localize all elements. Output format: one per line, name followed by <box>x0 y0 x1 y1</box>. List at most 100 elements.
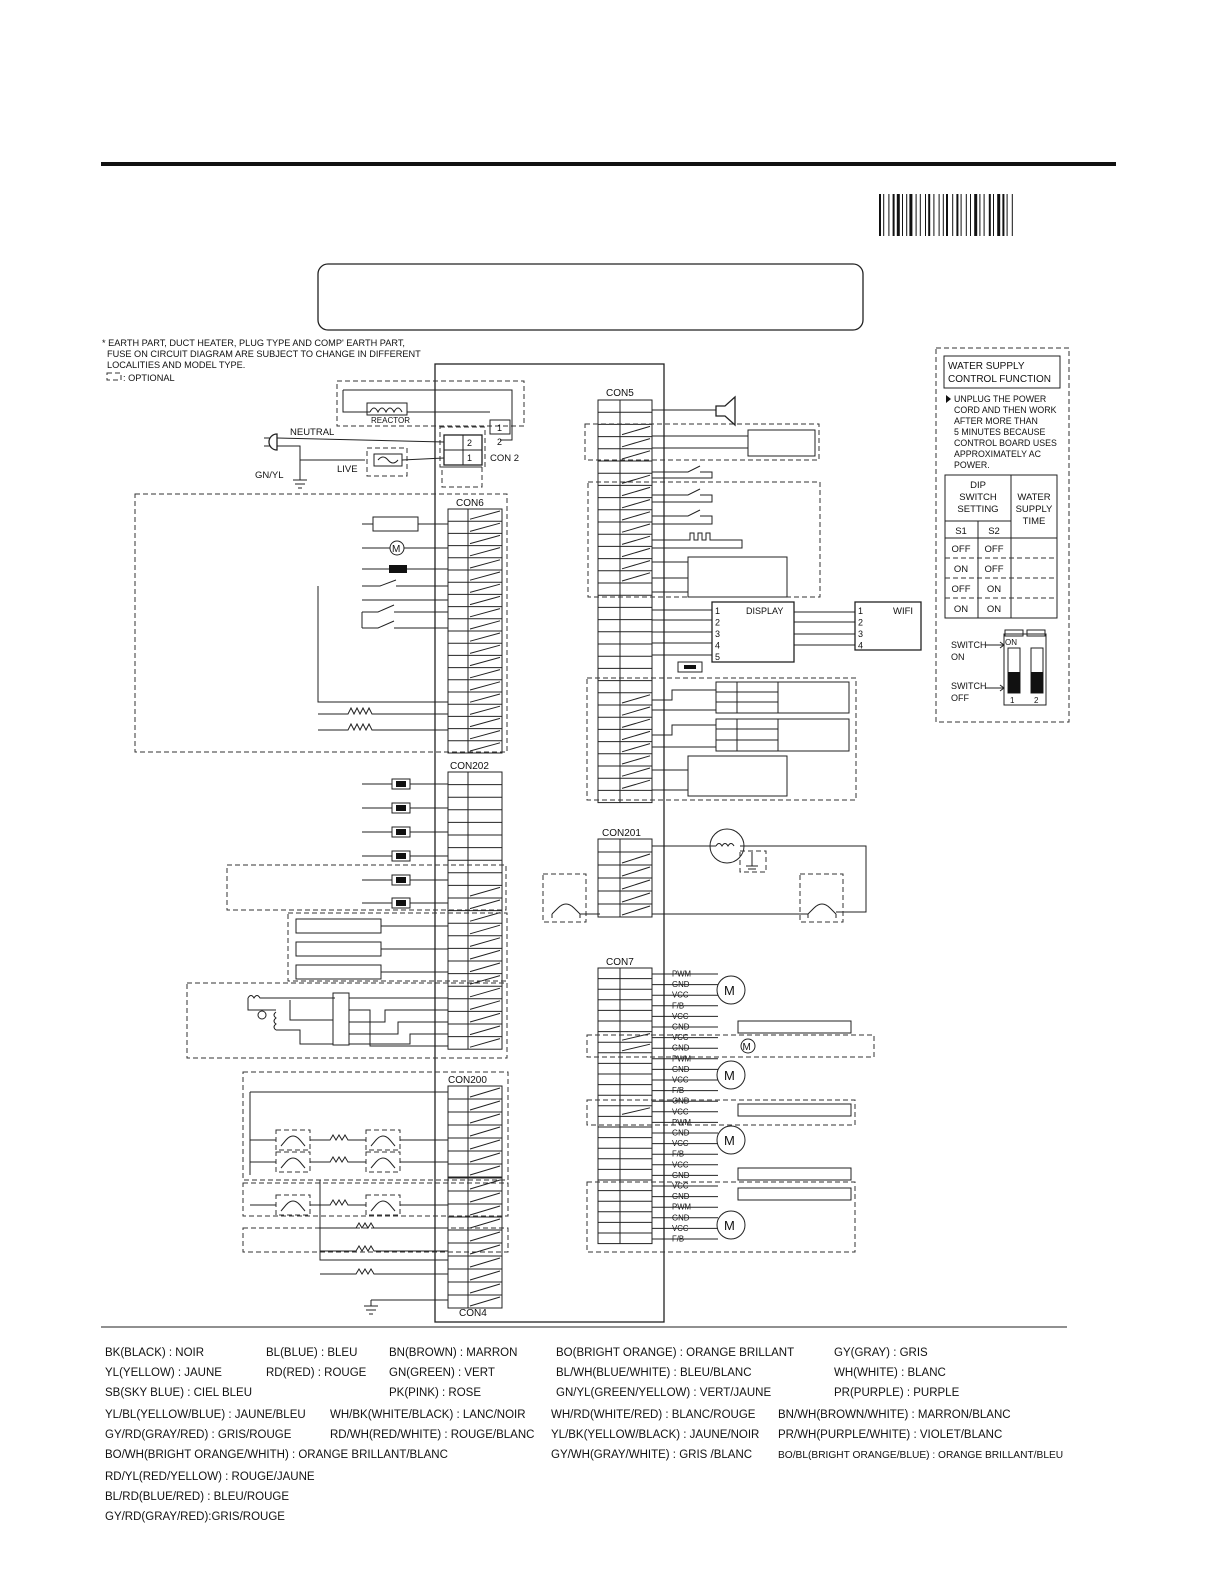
legend-row4-2: WH/BK(WHITE/BLACK) : LANC/NOIR <box>330 1409 526 1421</box>
note-arrow-icon <box>946 395 951 403</box>
reactor-body <box>366 402 408 416</box>
con6-motor-icon <box>389 540 405 556</box>
con201-label: CON201 <box>602 828 641 839</box>
reactor-pin-2: 2 <box>497 437 502 447</box>
legend-row2-2: RD(RED) : ROUGE <box>266 1367 367 1379</box>
gnyl-label: GN/YL <box>255 470 284 481</box>
display-pin-5: 5 <box>715 652 720 662</box>
display-board <box>711 601 795 663</box>
stepper-coil-icon <box>247 995 335 1031</box>
con201-thermostat-right <box>807 903 837 918</box>
main-pcb-outline <box>434 363 665 1323</box>
reactor-coil <box>369 407 403 414</box>
power-plug-icon <box>268 433 278 451</box>
dip-header-2: SWITCH <box>959 492 997 503</box>
con6-switch-icon-2 <box>362 604 448 613</box>
legend-row1-3: BN(BROWN) : MARRON <box>389 1347 517 1359</box>
legend-row1-4: BO(BRIGHT ORANGE) : ORANGE BRILLANT <box>556 1347 794 1359</box>
con200-thermostat-icons <box>250 1129 448 1216</box>
con4-upper-optional <box>242 1182 509 1217</box>
con5-relay-2 <box>715 718 850 752</box>
water-note-3: AFTER MORE THAN <box>954 416 1038 426</box>
switch-on-label-1: SWITCH <box>951 640 987 650</box>
con7-fan-motor-3-label: M <box>724 1133 735 1148</box>
con7-fan-motor-4-label: M <box>724 1218 735 1233</box>
dip-row-2-s2: OFF <box>985 564 1004 575</box>
legend-row6-1: BO/WH(BRIGHT ORANGE/WHITH) : ORANGE BRIL… <box>105 1449 448 1461</box>
legend-row4-1: YL/BL(YELLOW/BLUE) : JAUNE/BLEU <box>105 1409 306 1421</box>
water-title-2: CONTROL FUNCTION <box>948 374 1051 385</box>
con7-opt-3 <box>586 1181 856 1253</box>
switch-off-label-2: OFF <box>951 693 969 703</box>
legend-row5-4: PR/WH(PURPLE/WHITE) : VIOLET/BLANC <box>778 1429 1002 1441</box>
fuse-optional <box>366 447 408 477</box>
water-note-4: 5 MINUTES BECAUSE <box>954 427 1046 437</box>
legend-row4-3: WH/RD(WHITE/RED) : BLANC/ROUGE <box>551 1409 756 1421</box>
legend-row4-4: BN/WH(BROWN/WHITE) : MARRON/BLANC <box>778 1409 1011 1421</box>
legend-row5-2: RD/WH(RED/WHITE) : ROUGE/BLANC <box>330 1429 534 1441</box>
legend-row6-3: BO/BL(BRIGHT ORANGE/BLUE) : ORANGE BRILL… <box>778 1450 1063 1461</box>
con202-load-2 <box>295 941 382 957</box>
con5-load-box <box>747 429 816 457</box>
con7-fan-motor-3-icon <box>716 1125 746 1155</box>
supply-header-1: WATER <box>1017 492 1050 503</box>
legend-row6-2: GY/WH(GRAY/WHITE) : GRIS /BLANC <box>551 1449 752 1461</box>
con6-motor-label: M <box>392 544 400 555</box>
con7-fan-motor-2-icon <box>716 1060 746 1090</box>
dip-switch-icon <box>1003 633 1047 706</box>
switch-off-arrow <box>985 684 1005 692</box>
con5-load-box-2 <box>687 755 788 797</box>
con7-signal-labels: PWMGNDVCCF/BVCCGNDVCCGNDPWMGNDVCCF/BGNDV… <box>672 970 691 1244</box>
dip-top-on: ON <box>1005 638 1017 647</box>
dip-row-1-s1: OFF <box>952 544 971 555</box>
con2-pin-2: 2 <box>467 438 472 448</box>
note-line-1: * EARTH PART, DUCT HEATER, PLUG TYPE AND… <box>102 338 405 348</box>
con4-heater-icon-2 <box>320 1245 448 1252</box>
dip-row-4-s2: ON <box>987 604 1001 615</box>
display-pin-4: 4 <box>715 641 720 651</box>
wifi-label: WIFI <box>893 606 913 617</box>
con7-fan-motor-1-label: M <box>724 983 735 998</box>
con201-thermostat-left <box>551 903 581 918</box>
switch-on-arrow <box>985 641 1005 649</box>
dip-col-s2: S2 <box>988 526 1000 537</box>
con5-relay-1 <box>715 681 850 714</box>
wifi-pin-2: 2 <box>858 618 863 628</box>
con4-heater-icon-1 <box>320 1222 448 1229</box>
display-label: DISPLAY <box>746 606 783 616</box>
con4-connector <box>447 1177 503 1309</box>
reactor-connector <box>489 419 511 435</box>
con200-label: CON200 <box>448 1075 487 1086</box>
con7-fan-motor-1-icon <box>716 975 746 1005</box>
con7-connector <box>597 967 653 1245</box>
con2-pin-1: 1 <box>467 453 472 463</box>
supply-header-2: SUPPLY <box>1016 504 1053 515</box>
con6-heater-icon-2 <box>318 722 448 732</box>
con7-opt-1 <box>586 1034 875 1058</box>
legend-row9-1: GY/RD(GRAY/RED):GRIS/ROUGE <box>105 1511 285 1523</box>
con7-load-2 <box>737 1103 852 1117</box>
switch-off-label-1: SWITCH <box>951 681 987 691</box>
optional-swatch <box>106 372 122 381</box>
con6-optional <box>134 493 508 753</box>
con7-load-1 <box>737 1020 852 1034</box>
legend-row8-1: BL/RD(BLUE/RED) : BLEU/ROUGE <box>105 1491 289 1503</box>
water-note-2: CORD AND THEN WORK <box>954 405 1057 415</box>
con202-valve-optional <box>186 982 508 1059</box>
note-line-3: LOCALITIES AND MODEL TYPE. <box>107 360 245 370</box>
con202-label: CON202 <box>450 761 489 772</box>
con6-switch-icon <box>362 579 448 587</box>
dip-row-3-s2: ON <box>987 584 1001 595</box>
con2-label: CON 2 <box>490 453 519 464</box>
live-label: LIVE <box>337 464 358 475</box>
con7-fan-motor-4-icon <box>716 1210 746 1240</box>
legend-row2-1: YL(YELLOW) : JAUNE <box>105 1367 222 1379</box>
water-title-1: WATER SUPPLY <box>948 361 1025 372</box>
legend-row1-2: BL(BLUE) : BLEU <box>266 1347 357 1359</box>
display-pin-2: 2 <box>715 618 720 628</box>
con7-opt-2 <box>586 1099 856 1126</box>
reactor-label: REACTOR <box>371 416 410 425</box>
